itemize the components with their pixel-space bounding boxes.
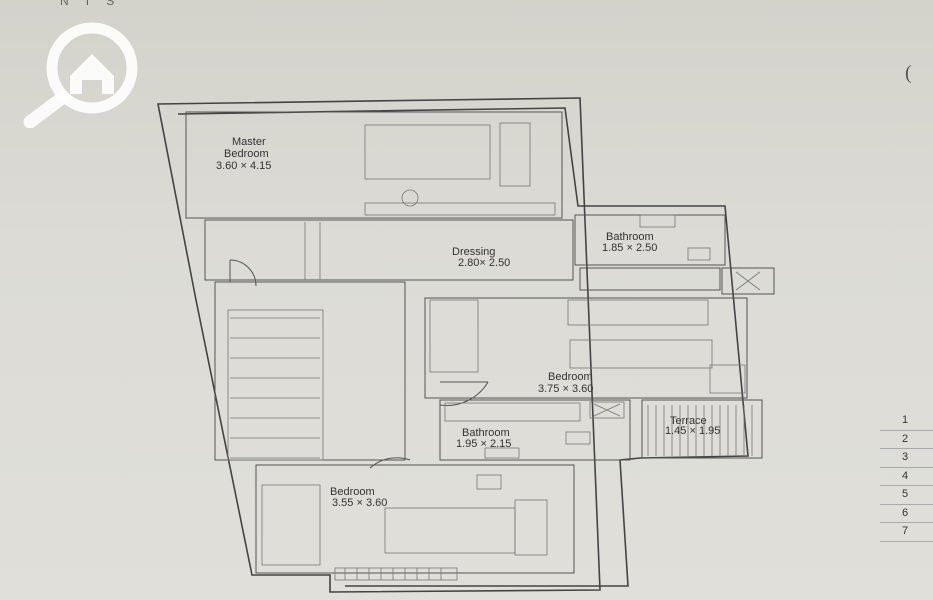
door-bedroom-3: [369, 457, 411, 469]
stairwell: [214, 281, 406, 461]
terrace-label: Terrace: [670, 415, 707, 427]
bath1-sink: [639, 214, 676, 228]
bedroom-2-size: 3.75 × 3.60: [538, 383, 593, 395]
dressing-size: 2.80× 2.50: [458, 257, 510, 269]
terrace: [641, 399, 763, 459]
legend-item: 3: [880, 449, 933, 468]
inner-wall: [177, 107, 749, 587]
legend-list: 1 2 3 4 5 6 7: [880, 412, 933, 542]
bedroom-3-size: 3.55 × 3.60: [332, 497, 387, 509]
bedroom2-bed-2: [569, 339, 713, 369]
bedroom3-pillows: [514, 499, 548, 556]
master-bedroom-label-1: Master: [232, 136, 266, 148]
door-bedroom-2: [439, 381, 489, 406]
master-bedroom-size: 3.60 × 4.15: [216, 160, 271, 172]
bedroom-2: [424, 297, 748, 399]
bathroom-2-size: 1.95 × 2.15: [456, 438, 511, 450]
bedroom2-desk: [709, 364, 746, 394]
terrace-rail: [647, 405, 753, 456]
legend-item: 2: [880, 431, 933, 449]
bedroom3-wardrobe: [261, 484, 321, 566]
bedroom-2-label: Bedroom: [548, 371, 593, 383]
bedroom2-bed-1: [567, 299, 709, 326]
master-stool: [401, 189, 419, 207]
bedroom3-chair: [476, 474, 502, 490]
outer-wall: [157, 97, 601, 593]
bathroom-1-size: 1.85 × 2.50: [602, 242, 657, 254]
legend-item: 5: [880, 486, 933, 505]
legend-item: 1: [880, 412, 933, 431]
stair-treads: [230, 317, 320, 459]
vent-box-1: [721, 267, 775, 295]
terrace-size: 1.45 × 1.95: [665, 425, 720, 437]
bathroom-2: [439, 399, 631, 461]
dressing-room: [204, 219, 574, 281]
bathroom-1-label: Bathroom: [606, 231, 654, 243]
bath2-sink: [484, 447, 520, 459]
bedroom2-wardrobe: [429, 299, 479, 373]
master-bedroom-label-2: Bedroom: [224, 148, 269, 160]
bath2-toilet: [565, 431, 591, 445]
scale-note: N T S: [60, 0, 121, 8]
bedroom3-window-rail: [334, 567, 458, 581]
home-search-icon: [23, 22, 138, 128]
legend-item: 7: [880, 523, 933, 542]
bedroom3-bed: [384, 507, 516, 554]
master-bedroom: [185, 111, 563, 219]
bath1-shower: [579, 267, 721, 291]
bath2-vent: [589, 401, 625, 419]
dressing-label: Dressing: [452, 246, 495, 258]
side-mark: (: [905, 62, 912, 84]
bathroom-2-label: Bathroom: [462, 427, 510, 439]
bedroom-3-label: Bedroom: [330, 486, 375, 498]
bath2-shower: [444, 402, 581, 422]
master-wardrobe: [364, 202, 556, 216]
legend-item: 4: [880, 468, 933, 486]
master-bed-pillows: [499, 122, 531, 187]
bath1-toilet: [687, 247, 711, 261]
legend-item: 6: [880, 505, 933, 523]
master-bed: [364, 124, 491, 180]
bedroom-3: [255, 464, 575, 574]
